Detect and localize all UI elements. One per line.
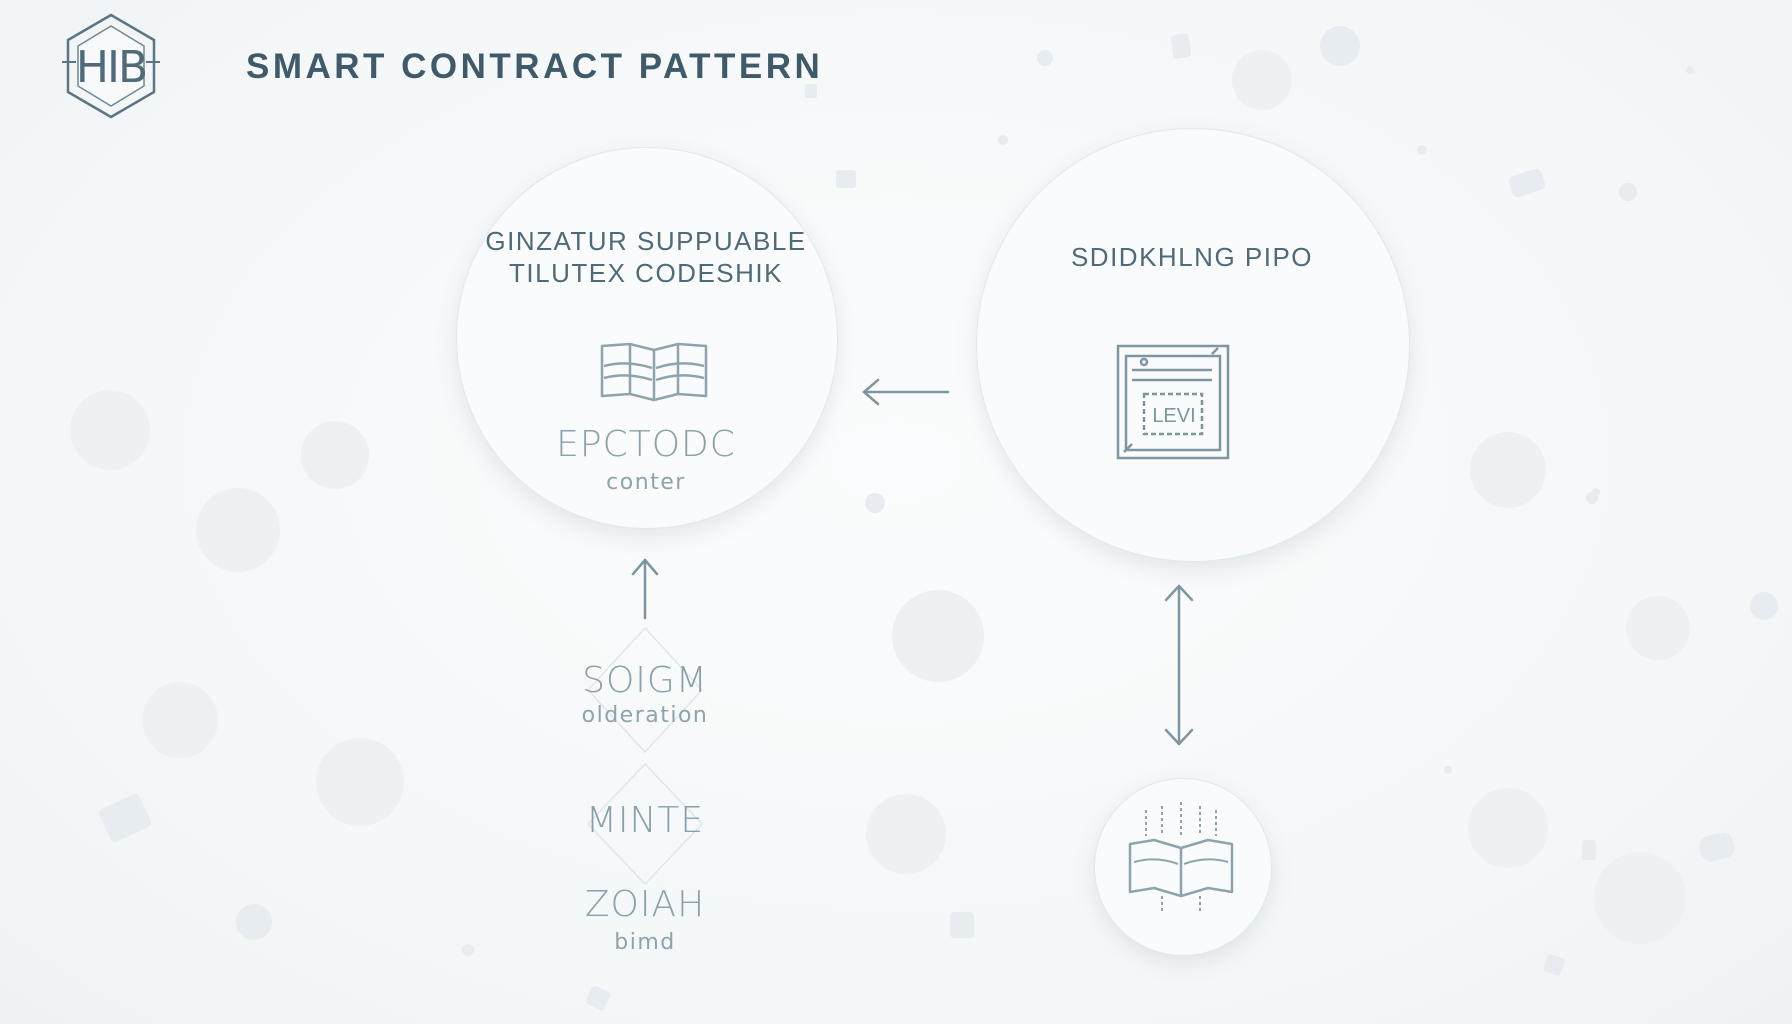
hexagon-logo-icon: HIB bbox=[58, 12, 164, 122]
stack-item-3-name[interactable]: ZOIAH bbox=[584, 884, 706, 925]
node-bottom-right[interactable] bbox=[1094, 778, 1272, 956]
node-left-sub: conter bbox=[606, 470, 686, 495]
open-book-icon bbox=[1128, 802, 1234, 914]
node-left-title-line2: TILUTEX CODESHIK bbox=[509, 258, 783, 288]
open-book-icon bbox=[600, 342, 708, 402]
stack-item-2-name[interactable]: MINTE bbox=[585, 800, 705, 841]
logo-text: HIB bbox=[75, 41, 148, 93]
node-left-name: EPCTODC bbox=[556, 424, 736, 465]
stack-item-1-name[interactable]: SOIGM bbox=[582, 660, 708, 701]
document-frame-icon: LEVI bbox=[1116, 344, 1230, 460]
page-title: SMART CONTRACT PATTERN bbox=[246, 47, 824, 86]
node-right-title: SDIDKHLNG PIPO bbox=[1070, 242, 1314, 272]
stack-item-1-sub: olderation bbox=[581, 703, 709, 728]
stack-item-3-sub: bimd bbox=[614, 930, 676, 955]
node-left-title-line1: GINZATUR SUPPUABLE bbox=[485, 226, 807, 256]
node-left[interactable] bbox=[456, 147, 838, 529]
document-frame-icon-text: LEVI bbox=[1152, 405, 1195, 427]
header: HIB SMART CONTRACT PATTERN bbox=[58, 12, 823, 122]
